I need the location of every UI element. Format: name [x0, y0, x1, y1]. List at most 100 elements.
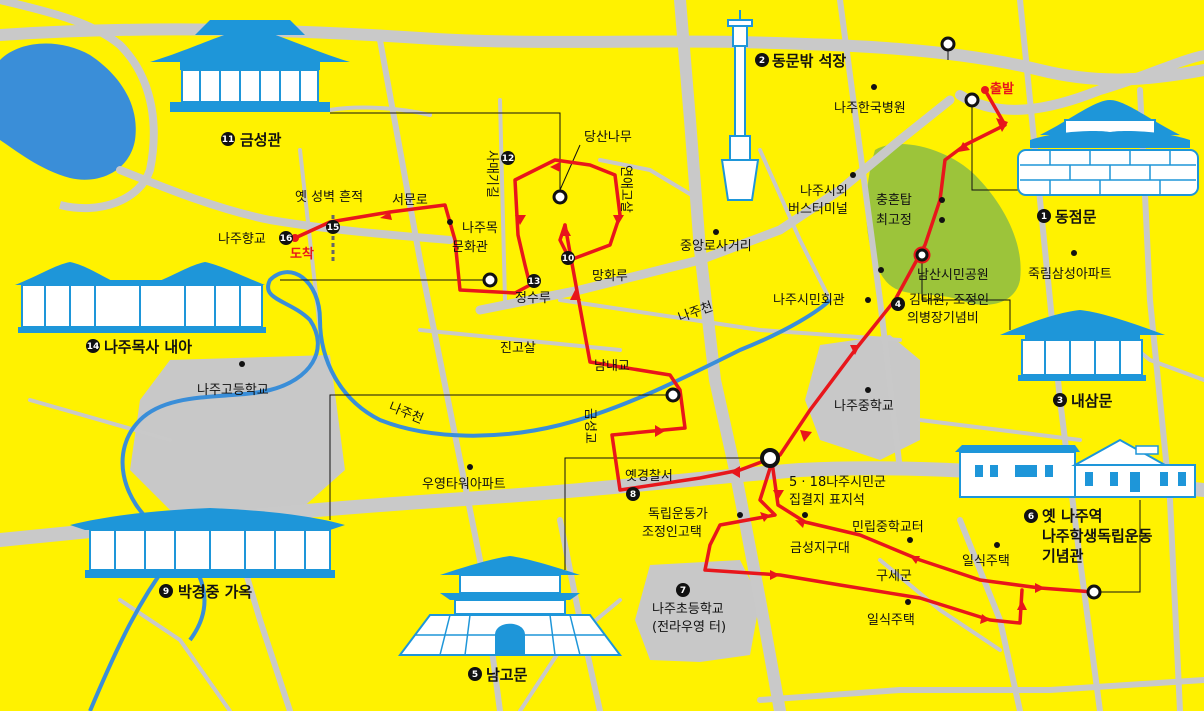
stop-10-label: 망화루 [592, 269, 628, 284]
stop-13-label: 정수루 [515, 291, 551, 306]
svg-text:5: 5 [472, 670, 478, 680]
marker-dangsan [552, 189, 568, 205]
place-memorial-518-2: 집결지 표지석 [789, 493, 865, 508]
lake [0, 43, 136, 180]
badge-stop-3: 3 [1053, 393, 1067, 407]
svg-text:2: 2 [759, 56, 765, 66]
stop-6-label-line1: 옛 나주역 [1042, 507, 1102, 525]
place-apt-uyoung: 우영타워아파트 [422, 477, 506, 492]
badge-stop-14: 14 [86, 339, 100, 353]
stop-15-label: 옛 성벽 흔적 [295, 190, 363, 205]
marker-stop-14 [482, 272, 498, 288]
place-bus-terminal-1: 나주시외 [800, 184, 848, 199]
start-dot [981, 86, 989, 94]
svg-text:7: 7 [680, 586, 686, 596]
badge-stop-7: 7 [676, 583, 690, 597]
place-yeonaegosal: 연애고살 [618, 165, 633, 213]
badge-stop-9: 9 [159, 584, 173, 598]
place-munhwagwan-2: 문화관 [452, 240, 488, 255]
stop-4-label-line1: 김태원, 조정인 [909, 293, 989, 308]
marker-stop-4-inner [915, 248, 929, 262]
stop-markers [482, 36, 1102, 600]
marker-stop-6 [1086, 584, 1102, 600]
badge-stop-15: 15 [326, 220, 340, 234]
badge-stop-5: 5 [468, 667, 482, 681]
stop-6-label-line2: 나주학생독립운동 [1042, 527, 1153, 545]
place-gusegun: 구세군 [876, 569, 912, 584]
naju-station-illustration [955, 438, 1196, 498]
svg-text:15: 15 [327, 223, 340, 233]
stop-1-label: 동점문 [1055, 208, 1097, 226]
place-geumseong-gu: 금성지구대 [790, 541, 850, 556]
badge-stop-4: 4 [891, 297, 905, 311]
badge-stop-12: 12 [501, 151, 515, 165]
stop-2-label: 동문밖 석장 [772, 52, 846, 70]
marker-stop-1 [964, 92, 980, 108]
dongjeommun-illustration [1017, 100, 1199, 196]
place-crossroad: 중앙로사거리 [680, 239, 752, 254]
place-namsan-park: 남산시민공원 [917, 268, 989, 283]
stop-4-label-line2: 의병장기념비 [907, 311, 979, 326]
labels: 출발 도착 동점문 동문밖 석장 내삼문 김태원, 조정인 의병장기념비 남고문… [104, 52, 1153, 684]
svg-text:14: 14 [87, 342, 100, 352]
place-memorial-518-1: 5 · 18나주시민군 [789, 475, 886, 490]
high-school-area [130, 355, 345, 520]
place-chogo: 최고정 [876, 213, 912, 228]
start-label: 출발 [990, 81, 1014, 97]
place-house-activist-1: 독립운동가 [648, 507, 708, 522]
svg-text:8: 8 [630, 490, 636, 500]
stop-7-label-line1: 나주초등학교 [652, 602, 724, 617]
walking-route [293, 88, 1096, 625]
stop-3-label: 내삼문 [1071, 392, 1113, 410]
badge-stop-10: 10 [561, 251, 575, 265]
place-middle-school: 나주중학교 [834, 399, 894, 414]
place-japanese-house-1: 일식주택 [962, 554, 1010, 569]
stop-9-label: 박경중 가옥 [178, 583, 252, 601]
stop-7-label-line2: (전라우영 터) [652, 620, 726, 635]
svg-text:10: 10 [562, 254, 575, 264]
parkkyungjoong-house-illustration [70, 508, 345, 578]
elementary-school-area [635, 560, 760, 662]
svg-text:16: 16 [280, 234, 293, 244]
stop-8-label: 옛경찰서 [625, 469, 673, 484]
marker-stop-9 [665, 387, 681, 403]
place-seomunro: 서문로 [392, 193, 428, 208]
stop-14-label: 나주목사 내아 [104, 338, 192, 356]
badge-stop-16: 16 [279, 231, 293, 245]
stop-5-label: 남고문 [486, 666, 528, 684]
badge-stop-11: 11 [221, 132, 235, 146]
place-high-school: 나주고등학교 [197, 383, 269, 398]
place-house-activist-2: 조정인고택 [642, 525, 702, 540]
svg-text:13: 13 [528, 277, 541, 287]
namsan-park-area [866, 144, 1021, 305]
svg-text:12: 12 [502, 154, 515, 164]
badge-stop-6: 6 [1024, 509, 1038, 523]
svg-text:1: 1 [1041, 212, 1047, 222]
place-bus-terminal-2: 버스터미널 [788, 202, 848, 217]
badge-stop-2: 2 [755, 53, 769, 67]
stop-11-label: 금성관 [240, 131, 282, 149]
badges: 1 2 3 4 5 6 7 8 9 10 11 12 13 14 15 16 [86, 53, 1067, 681]
place-japanese-house-2: 일식주택 [867, 613, 915, 628]
stop-16-label: 나주향교 [218, 232, 266, 247]
place-city-hall: 나주시민회관 [773, 293, 845, 308]
naea-illustration [15, 262, 266, 333]
place-hospital: 나주한국병원 [834, 101, 906, 116]
place-geumseonggyo: 금성교 [582, 408, 597, 444]
place-chunghon: 충혼탑 [876, 193, 912, 208]
svg-text:3: 3 [1057, 396, 1063, 406]
badge-stop-13: 13 [527, 274, 541, 288]
marker-stop-8 [760, 448, 780, 468]
marker-stop-2 [940, 36, 956, 52]
svg-text:6: 6 [1028, 512, 1034, 522]
naesammun-illustration [1000, 310, 1165, 381]
namgomun-illustration [398, 556, 622, 656]
place-munhwagwan-1: 나주목 [462, 221, 498, 236]
geumseonggwan-illustration [150, 20, 350, 112]
river-najucheon [120, 270, 832, 642]
svg-text:4: 4 [895, 300, 901, 310]
place-dots [239, 84, 1077, 605]
end-label: 도착 [290, 246, 314, 262]
